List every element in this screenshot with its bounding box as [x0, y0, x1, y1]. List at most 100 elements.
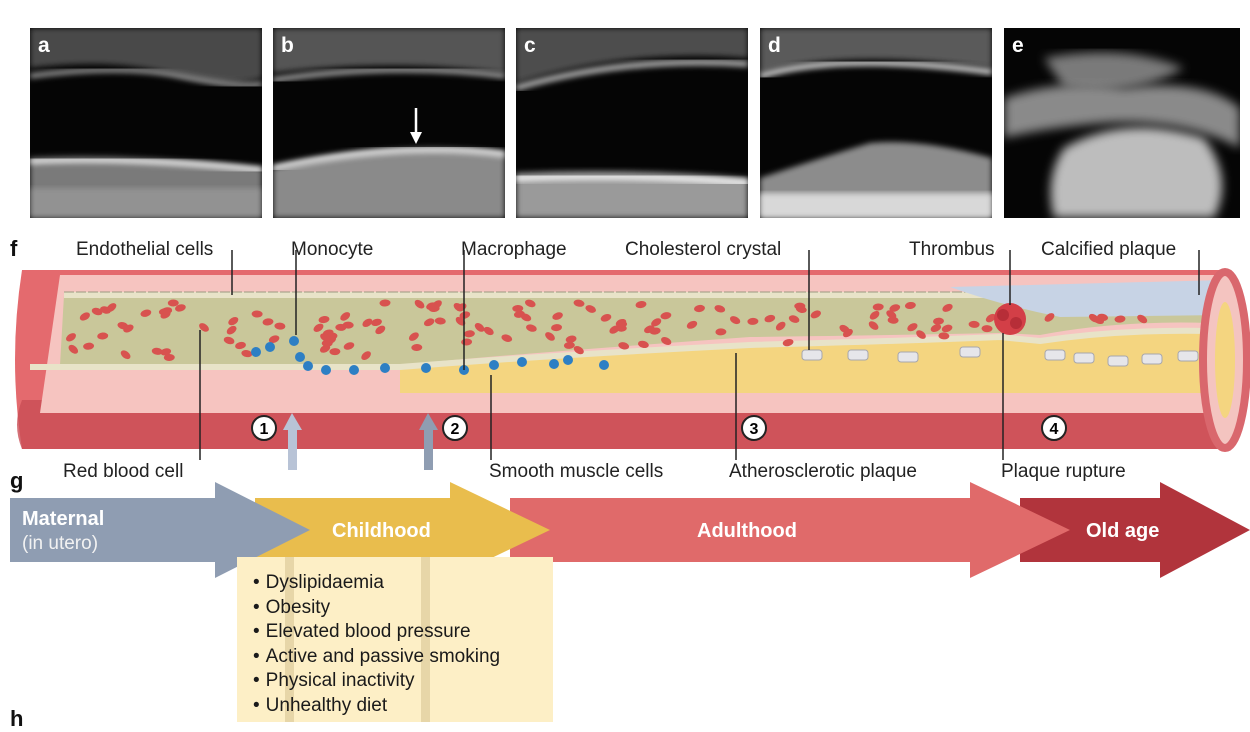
red-blood-cell: [694, 304, 705, 313]
stage-number: 4: [1050, 421, 1059, 438]
monocyte-cell: [251, 347, 261, 357]
red-blood-cell: [321, 339, 333, 347]
red-blood-cell: [79, 312, 90, 321]
cholesterol-crystal: [1073, 352, 1095, 364]
risk-factor-item: Active and passive smoking: [253, 645, 500, 670]
ultrasound-panel-a: a: [30, 28, 262, 218]
red-blood-cell: [585, 305, 596, 313]
ultrasound-image-c: [516, 28, 748, 218]
label-endothelial-cells: Endothelial cells: [76, 239, 214, 260]
monocyte-cell: [295, 352, 305, 362]
timeline-old-age: Old age: [1086, 520, 1160, 542]
red-blood-cell: [968, 320, 980, 328]
red-blood-cell: [795, 305, 807, 313]
red-blood-cell: [97, 332, 109, 340]
red-blood-cell: [414, 299, 425, 309]
red-blood-cell: [320, 333, 331, 342]
red-blood-cell: [660, 312, 672, 320]
stage-marker-1: 1: [251, 415, 277, 441]
red-blood-cell: [340, 312, 351, 321]
risk-factor-list: DyslipidaemiaObesityElevated blood press…: [253, 571, 500, 718]
arrow-childhood: [255, 482, 550, 578]
ultrasound-panel-c: c: [516, 28, 748, 218]
red-blood-cell: [329, 348, 341, 356]
red-blood-cell: [83, 342, 95, 350]
red-blood-cell: [916, 330, 926, 339]
panel-letter: b: [281, 34, 294, 57]
monocyte-cell: [349, 365, 359, 375]
red-blood-cell: [933, 317, 944, 325]
red-blood-cell: [68, 344, 79, 354]
red-blood-cell: [644, 325, 655, 334]
cholesterol-crystal: [1141, 353, 1163, 365]
red-blood-cell: [66, 333, 76, 342]
ultrasound-image-e: [1004, 52, 1240, 218]
stage-marker-4: 4: [1041, 415, 1067, 441]
section-letter-h: h: [10, 706, 24, 731]
stage-number: 3: [750, 421, 759, 438]
red-blood-cell: [512, 304, 524, 313]
red-blood-cell: [904, 301, 916, 310]
red-blood-cell: [140, 309, 152, 317]
red-blood-cell: [842, 328, 853, 338]
red-blood-cell: [637, 340, 649, 349]
up-arrow-1: [283, 413, 302, 430]
red-blood-cell: [868, 321, 879, 330]
ultrasound-panel-e: e: [1004, 28, 1240, 218]
label-atherosclerotic-plaque: Atherosclerotic plaque: [729, 461, 917, 482]
red-blood-cell: [616, 320, 628, 328]
red-blood-cell: [651, 318, 662, 327]
cholesterol-crystal: [847, 349, 869, 361]
red-blood-cell: [869, 310, 880, 320]
red-blood-cell: [371, 318, 382, 327]
red-blood-cell: [455, 316, 466, 326]
risk-factor-item: Elevated blood pressure: [253, 620, 500, 645]
red-blood-cell: [411, 343, 423, 352]
red-blood-cell: [274, 322, 286, 330]
red-blood-cell: [635, 301, 647, 309]
cholesterol-crystal: [1044, 349, 1066, 361]
red-blood-cell: [714, 305, 726, 313]
panel-letter: d: [768, 34, 781, 57]
risk-factor-item: Physical inactivity: [253, 669, 500, 694]
red-blood-cell: [167, 299, 179, 307]
label-calcified-plaque: Calcified plaque: [1041, 239, 1177, 260]
panel-letter: a: [38, 34, 50, 57]
red-blood-cell: [887, 316, 899, 324]
red-blood-cell: [123, 324, 134, 333]
red-blood-cell: [251, 310, 263, 318]
red-blood-cell: [361, 351, 371, 361]
monocyte-cell: [421, 363, 431, 373]
cholesterol-crystals: [801, 346, 1199, 367]
monocyte-cell: [265, 342, 275, 352]
red-blood-cell: [226, 325, 237, 335]
arrow-adulthood: [510, 482, 1070, 578]
red-blood-cell: [313, 323, 324, 332]
arrow-maternal: [10, 482, 310, 578]
timeline-childhood: Childhood: [332, 520, 431, 542]
red-blood-cell: [573, 345, 584, 355]
red-blood-cell: [985, 313, 996, 323]
cholesterol-crystal: [1177, 350, 1199, 362]
timeline-arrows: [10, 482, 1250, 578]
stage-marker-2: 2: [442, 415, 468, 441]
red-blood-cell: [764, 314, 776, 323]
red-blood-cell: [342, 321, 354, 329]
monocyte-cell: [489, 360, 499, 370]
risk-factor-item: Obesity: [253, 596, 500, 621]
calcified-plaque-shape: [950, 280, 1225, 317]
red-blood-cell: [889, 304, 901, 312]
red-blood-cell: [262, 318, 274, 326]
red-blood-cell: [175, 304, 186, 312]
monocyte-cell: [599, 360, 609, 370]
label-macrophage: Macrophage: [461, 239, 567, 260]
label-monocyte: Monocyte: [291, 239, 374, 260]
red-blood-cell: [423, 318, 435, 327]
red-blood-cell: [775, 321, 786, 331]
artery-diagram: 1 2 3 4: [15, 250, 1250, 470]
red-blood-cell: [459, 311, 471, 319]
up-arrow-2: [419, 413, 438, 430]
red-blood-cell: [235, 341, 246, 350]
red-blood-cell: [686, 320, 698, 329]
red-blood-cell: [1137, 314, 1148, 324]
